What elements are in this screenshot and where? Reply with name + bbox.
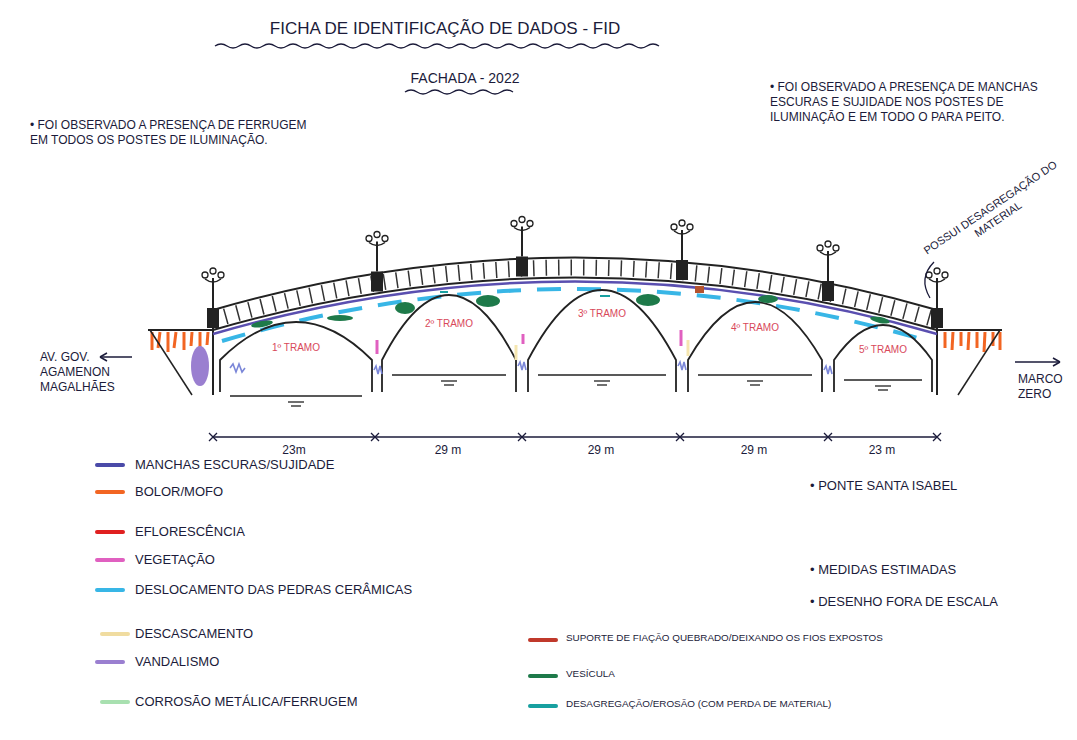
dimension-label: 29 m xyxy=(724,443,784,458)
legend-text: VANDALISMO xyxy=(135,654,655,670)
legend-text: DESAGREGAÇÃO/EROSÃO (COM PERDA DE MATERI… xyxy=(566,698,1077,710)
info-note: • DESENHO FORA DE ESCALA xyxy=(810,594,1060,610)
dimension-label: 29 m xyxy=(418,443,478,458)
legend-swatch xyxy=(95,558,125,562)
legend-swatch xyxy=(100,632,130,636)
legend-text: EFLORESCÊNCIA xyxy=(135,524,655,540)
legend-swatch xyxy=(100,700,130,704)
observation-note: • FOI OBSERVADO A PRESENÇA DE MANCHAS ES… xyxy=(770,80,1065,125)
legend-swatch xyxy=(528,704,558,708)
legend-text: DESLOCAMENTO DAS PEDRAS CERÂMICAS xyxy=(135,582,655,598)
info-note: • MEDIDAS ESTIMADAS xyxy=(810,562,1060,578)
legend-swatch xyxy=(528,674,558,678)
legend-swatch xyxy=(95,490,125,494)
legend-text: SUPORTE DE FIAÇÃO QUEBRADO/DEIXANDO OS F… xyxy=(566,632,1077,644)
legend-swatch xyxy=(95,530,125,534)
callout-note: POSSUI DESAGREGAÇÃO DO MATERIAL xyxy=(918,156,1070,271)
dimension-label: 23 m xyxy=(852,443,912,458)
legend-text: VEGETAÇÃO xyxy=(135,552,655,568)
span-label: 3º TRAMO xyxy=(562,308,642,321)
sheet-title: FICHA DE IDENTIFICAÇÃO DE DADOS - FID xyxy=(195,18,695,39)
direction-label: AV. GOV. AGAMENON MAGALHÃES xyxy=(40,350,128,395)
legend-text: MANCHAS ESCURAS/SUJIDADE xyxy=(135,457,655,473)
span-label: 1º TRAMO xyxy=(256,342,336,355)
legend-text: VESÍCULA xyxy=(566,668,1077,680)
span-label: 5º TRAMO xyxy=(843,344,923,357)
legend-swatch xyxy=(95,463,125,467)
dimension-label: 23m xyxy=(264,443,324,458)
legend-swatch xyxy=(95,660,125,664)
span-label: 2º TRAMO xyxy=(409,318,489,331)
direction-label: MARCO ZERO xyxy=(1018,372,1072,402)
legend-swatch xyxy=(528,638,558,642)
legend-swatch xyxy=(95,588,125,592)
info-note: • PONTE SANTA ISABEL xyxy=(810,478,1060,494)
dimension-label: 29 m xyxy=(571,443,631,458)
sheet-subtitle: FACHADA - 2022 xyxy=(385,70,545,88)
observation-note: • FOI OBSERVADO A PRESENÇA DE FERRUGEM E… xyxy=(30,118,320,148)
span-label: 4º TRAMO xyxy=(715,322,795,335)
legend-text: BOLOR/MOFO xyxy=(135,484,655,500)
